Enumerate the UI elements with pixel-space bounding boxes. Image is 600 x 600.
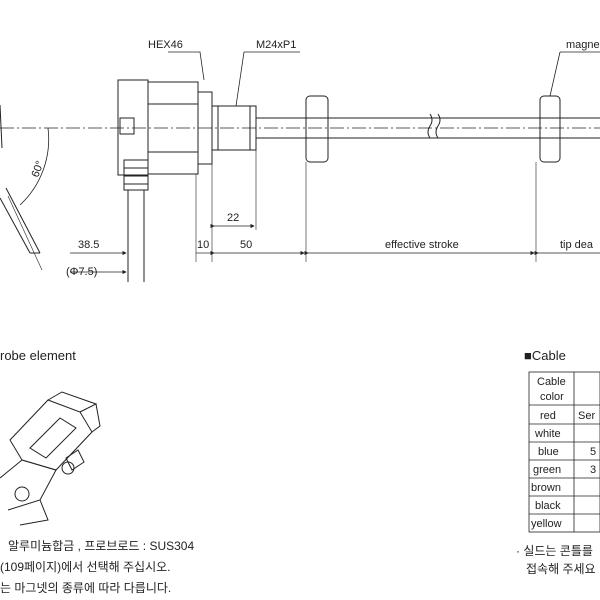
cable-table xyxy=(528,371,600,533)
thread-label: M24xP1 xyxy=(256,39,296,51)
cable-note-2: 접속해 주세요 xyxy=(526,562,596,576)
cable-color-yellow: yellow xyxy=(531,518,562,530)
cable-heading: ■Cable xyxy=(524,348,566,363)
dim-stroke-label: effective stroke xyxy=(385,239,459,251)
probe-isometric-sketch xyxy=(0,391,101,526)
cable-color-blue: blue xyxy=(538,446,559,458)
tilted-cable-edge-b xyxy=(5,187,41,254)
hex-label: HEX46 xyxy=(148,39,183,51)
tilted-cable-edge-a xyxy=(0,197,31,254)
thread-leader xyxy=(235,51,300,107)
cable-color-black: black xyxy=(535,500,561,512)
cable-desc-red: Ser xyxy=(578,410,595,422)
angle-ref-line xyxy=(7,195,43,271)
dim-38-label: 38.5 xyxy=(78,239,99,251)
cable-color-green: green xyxy=(533,464,561,476)
thread-section xyxy=(211,105,257,151)
hex-leader xyxy=(168,51,205,81)
probe-note-3: 는 마그넷의 종류에 따라 다릅니다. xyxy=(0,581,171,595)
magnet-label: magne xyxy=(566,39,600,51)
dim-dia-label: (Φ7.5) xyxy=(66,266,97,278)
left-edge-line xyxy=(0,104,3,149)
cable-desc-green: 3 xyxy=(590,464,596,476)
magnet-float xyxy=(305,95,329,163)
dim-50-label: 50 xyxy=(240,239,252,251)
cable-color-brown: brown xyxy=(531,482,561,494)
magnet-leader xyxy=(549,51,600,97)
probe-note-2: (109페이지)에서 선택해 주십시오. xyxy=(0,560,171,574)
angle-label: 60° xyxy=(30,159,47,179)
cable-desc-blue: 5 xyxy=(590,446,596,458)
magnet-float-end xyxy=(539,95,561,163)
head-body xyxy=(117,79,149,176)
rod-break-left xyxy=(427,113,433,139)
dim-10-label: 10 xyxy=(197,239,209,251)
cable-color-white: white xyxy=(534,428,561,440)
sensor-side-view xyxy=(0,51,600,282)
connector-slot xyxy=(119,117,135,135)
table-header-1: Cable xyxy=(537,376,566,388)
probe-heading: robe element xyxy=(0,348,76,363)
dim-tip-label: tip dea xyxy=(560,239,594,251)
angle-arc xyxy=(19,127,50,206)
cable-note-1: · 실드는 콘틀를 xyxy=(516,544,593,558)
probe-note-1: 알루미늄합금 , 프로브로드 : SUS304 xyxy=(8,539,194,553)
cable-gland xyxy=(123,159,149,191)
cable-color-red: red xyxy=(540,410,556,422)
table-header-2: color xyxy=(540,391,564,403)
dim-22-label: 22 xyxy=(227,212,239,224)
